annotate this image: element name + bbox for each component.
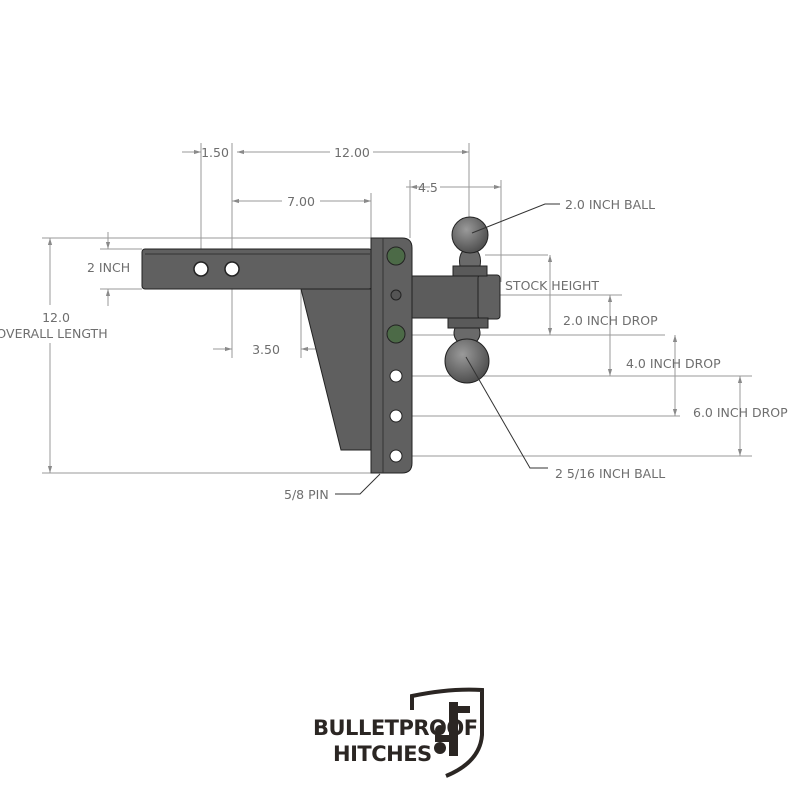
dim-overall-length-label: OVERALL LENGTH (0, 326, 108, 341)
bulletproof-hitches-logo: BULLETPROOF HITCHES (313, 687, 484, 778)
plate-hole (389, 449, 403, 463)
top-ball (451, 216, 489, 254)
drop-plate (370, 237, 413, 474)
dim-drop-4: 4.0 INCH DROP (626, 356, 721, 371)
dim-shank-height: 2 INCH (87, 260, 130, 275)
dim-pin: 5/8 PIN (284, 487, 329, 502)
plate-hole (389, 369, 403, 383)
shank-hole (193, 261, 209, 277)
ball-mount-block (477, 274, 501, 320)
gusset (300, 288, 373, 451)
callout-bottom-ball: 2 5/16 INCH BALL (555, 466, 665, 481)
shield-icon (410, 687, 484, 778)
dim-drop-6: 6.0 INCH DROP (693, 405, 788, 420)
dim-overall-length-value: 12.0 (42, 310, 70, 325)
callout-top-ball: 2.0 INCH BALL (565, 197, 655, 212)
dim-gusset-offset: 3.50 (252, 342, 280, 357)
ball-mount-arm (411, 275, 483, 319)
green-pin (386, 324, 406, 344)
dim-shank-to-plate: 7.00 (287, 194, 315, 209)
dim-shank-offset: 1.50 (201, 145, 229, 160)
shank-hole (224, 261, 240, 277)
logo-hitch-icon (449, 702, 458, 756)
hitch-drawing (141, 216, 501, 474)
plate-hole (389, 409, 403, 423)
dim-total-length: 12.00 (334, 145, 370, 160)
receiver-shank (141, 248, 373, 290)
plate-hole (390, 289, 402, 301)
logo-line2: HITCHES (333, 742, 432, 766)
leader-lines (335, 203, 560, 495)
bottom-ball (444, 338, 490, 384)
dim-drop-2: 2.0 INCH DROP (563, 313, 658, 328)
dim-ball-offset: 4.5 (418, 180, 438, 195)
green-pin (386, 246, 406, 266)
dim-stock-height: STOCK HEIGHT (505, 278, 599, 293)
dimension-lines (42, 143, 752, 474)
